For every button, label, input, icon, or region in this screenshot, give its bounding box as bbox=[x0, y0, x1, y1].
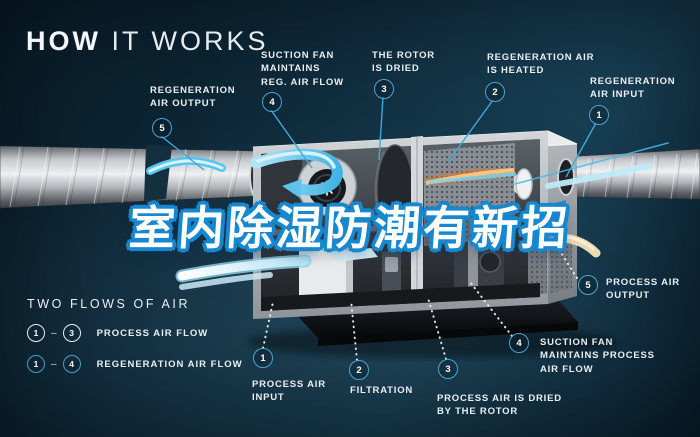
callout-filtration: FILTRATION bbox=[350, 385, 414, 396]
callout-reg-air-heated: REGENERATION AIR IS HEATED bbox=[487, 52, 595, 77]
callout-process-dried: PROCESS AIR IS DRIED BY THE ROTOR bbox=[437, 393, 562, 418]
legend-circle-to: 4 bbox=[62, 355, 81, 373]
legend: TWO FLOWS OF AIR 1 – 3 PROCESS AIR FLOW … bbox=[27, 297, 243, 373]
callout-suction-fan-reg: SUCTION FAN MAINTAINS REG. AIR FLOW bbox=[261, 50, 344, 88]
badge-4-bottom: 4 bbox=[509, 333, 529, 353]
airflow-ribbons bbox=[146, 142, 669, 290]
badge-3-top: 3 bbox=[374, 79, 394, 99]
badge-5-right: 5 bbox=[578, 275, 598, 295]
callout-reg-air-output: REGENERATION AIR OUTPUT bbox=[150, 85, 236, 110]
title-light: IT WORKS bbox=[100, 26, 269, 56]
callout-suction-fan-proc: SUCTION FAN MAINTAINS PROCESS AIR FLOW bbox=[540, 337, 655, 375]
legend-circle-from: 1 bbox=[27, 355, 45, 373]
side-panel-label bbox=[551, 200, 566, 232]
legend-circle-to: 3 bbox=[62, 324, 81, 342]
badge-2-bottom: 2 bbox=[349, 360, 369, 380]
legend-circle-from: 1 bbox=[27, 324, 45, 342]
legend-label: PROCESS AIR FLOW bbox=[96, 327, 209, 339]
callout-rotor-dried: THE ROTOR IS DRIED bbox=[372, 50, 435, 75]
callout-process-input: PROCESS AIR INPUT bbox=[252, 379, 326, 404]
badge-2-top: 2 bbox=[485, 82, 505, 102]
legend-row-process: 1 – 3 PROCESS AIR FLOW bbox=[27, 324, 243, 342]
airflow-ribbon-reg-input bbox=[545, 163, 651, 189]
page-title: HOW IT WORKS bbox=[26, 26, 269, 57]
airflow-ribbon-heater bbox=[428, 172, 516, 184]
legend-row-regeneration: 1 – 4 REGENERATION AIR FLOW bbox=[27, 355, 243, 373]
callout-reg-air-input: REGENERATION AIR INPUT bbox=[590, 76, 676, 101]
legend-dash: – bbox=[51, 327, 57, 339]
badge-1-top: 1 bbox=[589, 105, 609, 125]
legend-label: REGENERATION AIR FLOW bbox=[96, 358, 243, 370]
title-bold: HOW bbox=[26, 26, 101, 56]
legend-dash: – bbox=[51, 358, 57, 370]
badge-3-bottom: 3 bbox=[438, 359, 458, 379]
airflow-line-reg-input bbox=[514, 142, 669, 185]
legend-heading: TWO FLOWS OF AIR bbox=[27, 297, 191, 311]
badge-4-top: 4 bbox=[262, 92, 282, 112]
leader-lines-solid bbox=[160, 96, 597, 178]
callout-process-output: PROCESS AIR OUTPUT bbox=[606, 277, 680, 302]
badge-5-top: 5 bbox=[152, 118, 172, 138]
overlay-headline: 室内除湿防潮有新招 bbox=[127, 201, 573, 255]
leader-lines-dotted bbox=[262, 247, 578, 361]
badge-1-bottom: 1 bbox=[253, 348, 273, 368]
